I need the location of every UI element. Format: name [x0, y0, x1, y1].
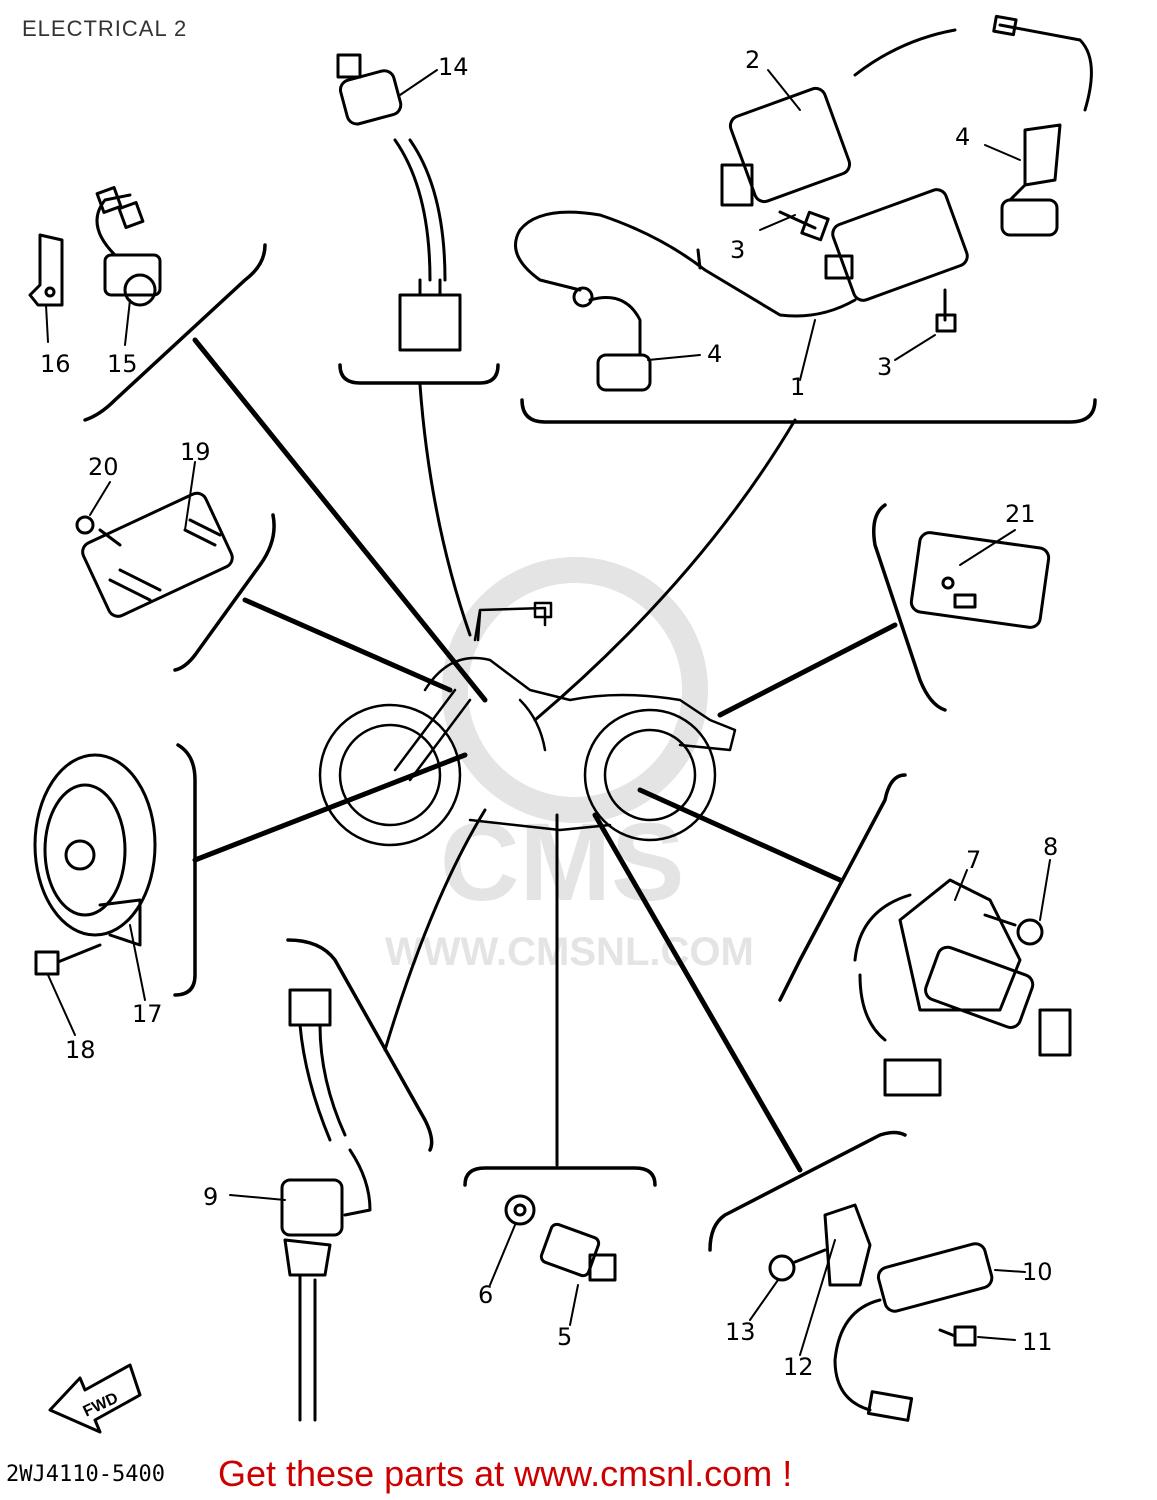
page-title: ELECTRICAL 2 — [22, 16, 188, 41]
callout-leaders — [45, 69, 1051, 1356]
callout-label: 17 — [132, 1000, 163, 1028]
callout-label: 3 — [730, 236, 745, 264]
part-screw-8 — [983, 913, 1044, 946]
callout-numbers: 1 2 3 3 4 4 5 6 7 8 9 10 11 12 13 14 15 … — [40, 46, 1058, 1381]
callout-label: 2 — [745, 46, 760, 74]
callout-label: 11 — [1022, 1328, 1053, 1356]
callout-label: 16 — [40, 350, 71, 378]
callout-label: 18 — [65, 1036, 96, 1064]
part-sender-9 — [280, 988, 372, 1422]
part-switch-7 — [853, 878, 1072, 1097]
part-screw-3 — [778, 210, 957, 333]
diagram-code: 2WJ4110-5400 — [6, 1462, 165, 1487]
motorcycle-outline — [318, 601, 737, 847]
callout-label: 9 — [203, 1183, 218, 1211]
callout-label: 4 — [955, 123, 970, 151]
part-plug-cap-4 — [572, 123, 1062, 392]
callout-label: 6 — [478, 1281, 493, 1309]
watermark-url: WWW.CMSNL.COM — [385, 930, 754, 974]
part-ignition-coil-1 — [514, 188, 969, 318]
part-switch-14 — [336, 53, 462, 352]
part-switch-10 — [833, 1242, 994, 1422]
part-switch-5 — [539, 1222, 617, 1282]
callout-label: 7 — [966, 846, 981, 874]
part-bracket-16 — [28, 233, 64, 307]
callout-label: 4 — [707, 340, 722, 368]
part-nut-20 — [75, 515, 122, 547]
callout-label: 14 — [438, 53, 469, 81]
part-horn-17 — [33, 753, 157, 947]
part-reflector-19 — [81, 491, 234, 618]
callout-label: 21 — [1005, 500, 1036, 528]
part-bolt-13 — [768, 1248, 827, 1282]
group-brackets — [83, 243, 1097, 1252]
callout-label: 19 — [180, 438, 211, 466]
callout-label: 13 — [725, 1318, 756, 1346]
callout-label: 20 — [88, 453, 119, 481]
part-washer-6 — [504, 1194, 536, 1226]
callout-label: 10 — [1022, 1258, 1053, 1286]
part-ignition-coil-2 — [720, 14, 1093, 207]
part-sensor-15 — [95, 186, 162, 307]
callout-label: 12 — [783, 1353, 814, 1381]
callout-label: 15 — [107, 350, 138, 378]
callout-label: 1 — [790, 373, 805, 401]
leader-lines — [192, 337, 898, 1173]
part-reflector-21 — [909, 531, 1051, 629]
part-bolt-18 — [34, 943, 102, 976]
callout-label: 8 — [1043, 833, 1058, 861]
callout-label: 5 — [557, 1323, 572, 1351]
part-bracket-12 — [823, 1203, 872, 1287]
fwd-arrow-icon: FWD — [48, 1363, 142, 1434]
part-screw-11 — [938, 1325, 977, 1347]
promo-link[interactable]: Get these parts at www.cmsnl.com ! — [218, 1453, 793, 1494]
callout-label: 3 — [877, 353, 892, 381]
